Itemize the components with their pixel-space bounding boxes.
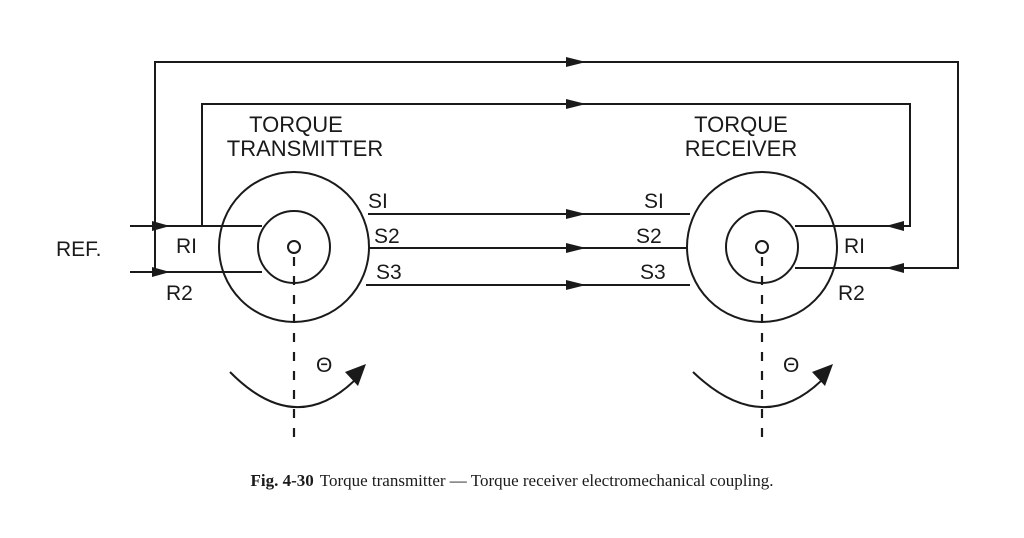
s1-arrow: [566, 209, 586, 219]
receiver-theta-label: Θ: [783, 354, 799, 377]
receiver-r2-label: R2: [838, 282, 865, 305]
ref-r2-arrow: [152, 267, 170, 277]
transmitter-theta-label: Θ: [316, 354, 332, 377]
receiver-title-line1: TORQUE: [694, 112, 788, 137]
receiver-r1-arrow: [886, 221, 904, 231]
receiver-r2-arrow: [886, 263, 904, 273]
outer-wire-arrow: [566, 57, 586, 67]
receiver-s2-label: S2: [636, 225, 662, 248]
r2-feedback-wire: [154, 61, 959, 272]
ref-label: REF.: [56, 238, 102, 261]
s3-arrow: [566, 280, 586, 290]
receiver-title-line2: RECEIVER: [685, 136, 797, 161]
transmitter-r1-label: RI: [176, 235, 197, 258]
figure-caption-text: Torque transmitter — Torque receiver ele…: [319, 471, 774, 490]
receiver-s3-label: S3: [640, 261, 666, 284]
transmitter-title-line1: TORQUE: [249, 112, 343, 137]
torque-receiver: [686, 171, 885, 442]
inner-wire-arrow: [566, 99, 586, 109]
transmitter-rotation-arc: [229, 371, 356, 409]
ref-r1-arrow: [152, 221, 170, 231]
receiver-r1-label: RI: [844, 235, 865, 258]
s2-arrow: [566, 243, 586, 253]
transmitter-r2-label: R2: [166, 282, 193, 305]
figure-number: Fig. 4-30: [250, 471, 314, 490]
receiver-shaft: [755, 240, 769, 254]
torque-transmitter: [218, 171, 370, 442]
transmitter-s2-label: S2: [374, 225, 400, 248]
figure-caption: Fig. 4-30 Torque transmitter — Torque rec…: [0, 471, 1024, 491]
receiver-rotation-arrowhead: [812, 364, 833, 386]
transmitter-title-line2: TRANSMITTER: [227, 136, 383, 161]
transmitter-s1-label: SI: [368, 190, 388, 213]
transmitter-s3-label: S3: [376, 261, 402, 284]
transmitter-shaft: [287, 240, 301, 254]
transmitter-rotation-arrowhead: [345, 364, 366, 386]
receiver-s1-label: SI: [644, 190, 664, 213]
receiver-rotation-arc: [692, 371, 823, 409]
